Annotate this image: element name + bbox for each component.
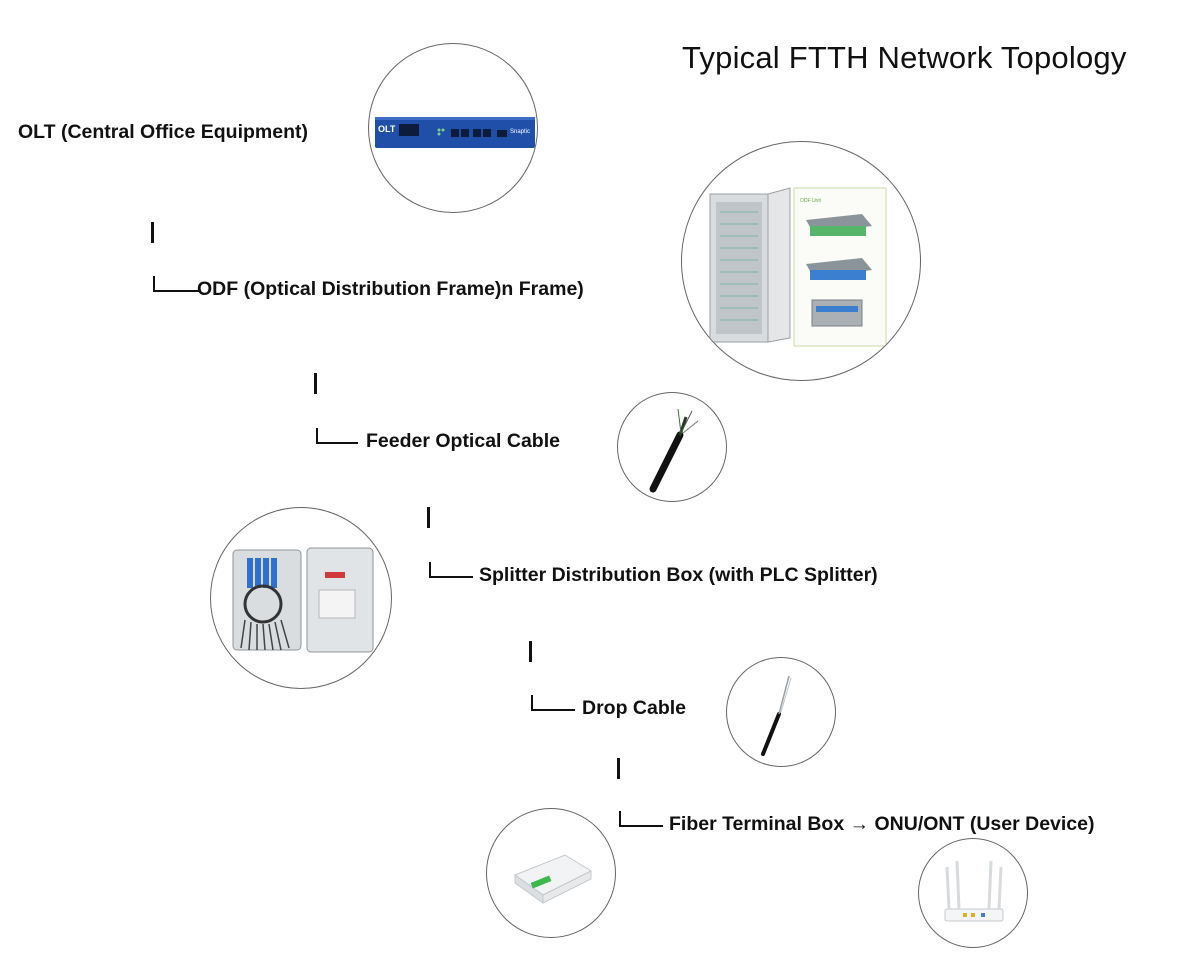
- label-olt: OLT (Central Office Equipment): [18, 121, 308, 143]
- label-splitter-box: Splitter Distribution Box (with PLC Spli…: [479, 564, 878, 586]
- onu-router-image-circle: [918, 838, 1028, 948]
- splitter-box-image-circle: [210, 507, 392, 689]
- connector-elbow-5: [619, 811, 663, 827]
- connector-tick-3: [427, 507, 430, 528]
- feeder-cable-image-circle: [617, 392, 727, 502]
- connector-elbow-2: [316, 428, 358, 444]
- olt-image-circle: OLT Snaptic: [368, 43, 538, 213]
- connector-elbow-3: [429, 562, 473, 578]
- label-odf: ODF (Optical Distribution Frame)n Frame): [197, 278, 584, 300]
- label-drop-cable: Drop Cable: [582, 697, 687, 719]
- connector-tick-4: [529, 641, 532, 662]
- diagram-title: Typical FTTH Network Topology: [682, 40, 1127, 75]
- connector-elbow-4: [531, 695, 575, 711]
- odf-image-circle: ODF Unit: [681, 141, 921, 381]
- olt-brand-text: Snaptic: [510, 129, 530, 135]
- connector-elbow-1: [153, 276, 199, 292]
- connector-tick-1: [151, 222, 154, 243]
- drop-cable-image-circle: [726, 657, 836, 767]
- olt-badge-text: OLT: [378, 124, 396, 134]
- terminal-box-image-circle: [486, 808, 616, 938]
- connector-tick-2: [314, 373, 317, 394]
- odf-panel-label: ODF Unit: [800, 198, 821, 204]
- connector-tick-5: [617, 758, 620, 779]
- label-feeder-cable: Feeder Optical Cable: [366, 430, 560, 452]
- label-terminal-box: Fiber Terminal Box → ONU/ONT (User Devic…: [669, 813, 1095, 835]
